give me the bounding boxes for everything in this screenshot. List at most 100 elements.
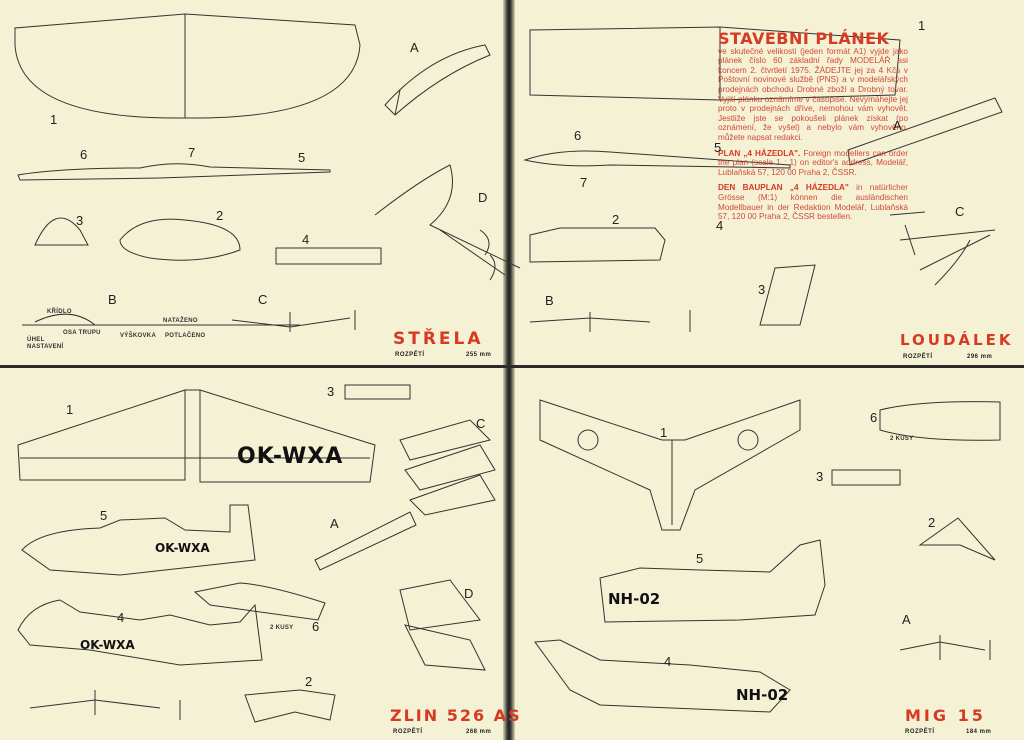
- strela-label-1: 1: [50, 112, 58, 127]
- strela-view-a: [384, 44, 491, 116]
- loudalek-label-6: 6: [574, 128, 582, 143]
- loudalek-label-3: 3: [758, 282, 766, 297]
- mig-label-3: 3: [816, 469, 824, 484]
- mig-side-registration-4: NH-02: [736, 686, 789, 704]
- loudalek-span-value: 296 mm: [967, 354, 993, 360]
- strela-part-4: [275, 247, 382, 265]
- quadrant-divider: [0, 365, 1024, 368]
- strela-label-b: B: [108, 292, 117, 307]
- strela-span-value: 255 mm: [466, 352, 492, 358]
- strela-label-3: 3: [76, 213, 84, 228]
- mig-span-label: ROZPĚTÍ: [905, 729, 935, 735]
- mig-part-3: [831, 469, 901, 486]
- strela-span-label: ROZPĚTÍ: [395, 352, 425, 358]
- loudalek-label-b: B: [545, 293, 554, 308]
- zlin-kusy: 2 KUSY: [270, 625, 294, 631]
- mig-roundel-right: [737, 429, 759, 451]
- zlin-wing-top-view: [17, 389, 376, 483]
- zlin-view-d: [399, 579, 486, 671]
- zlin-label-a: A: [330, 516, 339, 531]
- diagram-b-uhel: ÚHEL: [27, 337, 45, 343]
- strela-wing-top-view: [14, 13, 361, 119]
- diagram-b-vyskovka: VÝŠKOVKA: [120, 333, 157, 339]
- mig-label-1: 1: [660, 425, 668, 440]
- loudalek-diagram-b: [529, 310, 691, 332]
- mig-side-view-5: [599, 539, 826, 623]
- loudalek-label-4: 4: [716, 218, 724, 233]
- loudalek-span-label: ROZPĚTÍ: [903, 354, 933, 360]
- mig-label-4: 4: [664, 654, 672, 669]
- loudalek-view-c: [889, 211, 996, 286]
- loudalek-label-7: 7: [580, 175, 588, 190]
- strela-label-6: 6: [80, 147, 88, 162]
- mig-label-2: 2: [928, 515, 936, 530]
- loudalek-label-1: 1: [918, 18, 926, 33]
- mig-diagram-a: [899, 635, 991, 660]
- strela-diagram-c: [231, 310, 356, 332]
- mig-title: MIG 15: [905, 706, 986, 725]
- mig-kusy: 2 KUSY: [890, 436, 914, 442]
- loudalek-label-a: A: [893, 118, 902, 133]
- page-gutter: [503, 0, 515, 740]
- mig-side-registration-5: NH-02: [608, 590, 661, 608]
- zlin-view-c: [399, 419, 496, 516]
- strela-part-2: [119, 218, 241, 261]
- strela-diagram-b: [22, 313, 300, 326]
- zlin-diagram-side: [29, 690, 181, 720]
- zlin-side-view-4: [17, 599, 263, 666]
- zlin-side-registration-5: OK-WXA: [155, 541, 210, 555]
- loudalek-label-c: C: [955, 204, 965, 219]
- zlin-label-6: 6: [312, 619, 320, 634]
- stavebni-planek-info: STAVEBNÍ PLÁNEK ve skutečné velikosti (j…: [718, 31, 908, 228]
- info-paragraph-cz: ve skutečné velikosti (jeden formát A1) …: [718, 46, 908, 142]
- mig-label-6: 6: [870, 410, 878, 425]
- strela-label-2: 2: [216, 208, 224, 223]
- info-de-text: in natürlicher Grösse (M:1) können die a…: [718, 183, 909, 222]
- zlin-label-4: 4: [117, 610, 125, 625]
- strela-view-d: [374, 164, 521, 281]
- zlin-part-6: [193, 582, 326, 621]
- strela-label-7: 7: [188, 145, 196, 160]
- zlin-label-5: 5: [100, 508, 108, 523]
- zlin-span-value: 268 mm: [466, 729, 492, 735]
- mig-roundel-left: [577, 429, 599, 451]
- mig-label-5: 5: [696, 551, 704, 566]
- strela-label-a: A: [410, 40, 419, 55]
- loudalek-title: LOUDÁLEK: [900, 331, 1014, 349]
- zlin-side-view-5: [21, 504, 256, 576]
- loudalek-view-a: [847, 97, 1003, 166]
- loudalek-fuselage: [523, 150, 791, 169]
- strela-part-3: [34, 217, 89, 246]
- diagram-b-nastaveni: NASTAVENÍ: [27, 344, 64, 350]
- zlin-label-d: D: [464, 586, 474, 601]
- mig-part-6: [879, 401, 1001, 441]
- diagram-b-natazeno: NATAŽENO: [163, 318, 198, 324]
- zlin-wing-registration: OK-WXA: [237, 444, 344, 469]
- zlin-part-2: [244, 689, 336, 723]
- zlin-part-3: [344, 384, 411, 400]
- mig-part-2: [918, 517, 996, 561]
- right-page: [515, 0, 1024, 740]
- strela-label-c: C: [258, 292, 268, 307]
- info-en-text: Foreign modellers can order the plan (sc…: [718, 148, 908, 177]
- diagram-b-kridlo: KŘÍDLO: [47, 309, 72, 315]
- left-page: [0, 0, 505, 740]
- loudalek-part-2: [529, 227, 666, 263]
- strela-label-d: D: [478, 190, 488, 205]
- zlin-label-1: 1: [66, 402, 74, 417]
- zlin-view-a: [314, 511, 417, 571]
- zlin-label-c: C: [476, 416, 486, 431]
- loudalek-wing-top-view: [529, 26, 901, 101]
- loudalek-label-5: 5: [714, 140, 722, 155]
- loudalek-part-3: [759, 264, 816, 326]
- diagram-b-osa-trupu: OSA TRUPU: [63, 330, 101, 336]
- strela-label-4: 4: [302, 232, 310, 247]
- zlin-label-3: 3: [327, 384, 335, 399]
- zlin-side-registration-4: OK-WXA: [80, 638, 135, 652]
- strela-fuselage-side-view: [17, 163, 331, 181]
- mig-side-view-4: [534, 639, 791, 713]
- loudalek-label-2: 2: [612, 212, 620, 227]
- info-de-head: DEN BAUPLAN „4 HÁZEDLA": [718, 183, 849, 193]
- info-paragraph-de: DEN BAUPLAN „4 HÁZEDLA" in natürlicher G…: [718, 183, 908, 221]
